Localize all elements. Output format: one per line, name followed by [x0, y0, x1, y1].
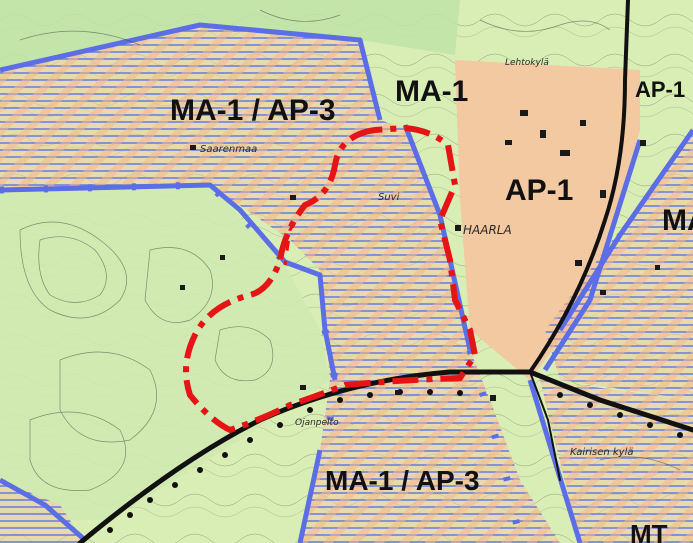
- place-name-suvi: Suvi: [378, 192, 400, 203]
- forest-area-north: [0, 0, 460, 70]
- planning-boundary-inner: [283, 204, 307, 266]
- zone-label-ma1: MA-1: [395, 75, 468, 108]
- residential-zone-ap1: [455, 60, 640, 380]
- zone-label-ap1-north: AP-1: [635, 77, 685, 102]
- contour-lines: [19, 9, 681, 491]
- zone-label-ma1-ap3-south: MA-1 / AP-3: [325, 465, 480, 496]
- zone-label-ap1-center: AP-1: [505, 174, 573, 207]
- zone-diagonal-hatch: [0, 25, 560, 543]
- zone-southwest: [0, 480, 85, 543]
- border-east-ma: [557, 128, 693, 332]
- zone-ma-east-hatch: [545, 130, 693, 400]
- zone-label-mt: MT: [630, 519, 668, 543]
- border-south-zone: [297, 449, 323, 543]
- road-dots: [107, 389, 683, 533]
- place-name-ojanpelto: Ojanpelto: [295, 418, 339, 428]
- zone-label-ma: MA: [662, 204, 693, 237]
- main-road-east: [527, 369, 693, 433]
- forest-area-west: [0, 185, 330, 520]
- buildings: [180, 110, 660, 401]
- border-north-zone: [0, 22, 383, 121]
- zone-mt-southeast-hatch: [540, 380, 693, 543]
- border-southwest: [0, 477, 87, 542]
- place-name-kairisen-kyla: Kairisen kylä: [570, 447, 634, 458]
- border-east-ap1: [542, 139, 643, 372]
- zone-label-ma1-ap3-north: MA-1 / AP-3: [170, 94, 336, 127]
- border-southeast: [527, 379, 583, 543]
- road-branch: [529, 371, 561, 481]
- place-name-haarla: HAARLA: [463, 223, 512, 237]
- road-north: [528, 0, 630, 374]
- place-name-lehtokyla: Lehtokylä: [505, 58, 549, 68]
- place-name-saarenmaa: Saarenmaa: [200, 144, 257, 155]
